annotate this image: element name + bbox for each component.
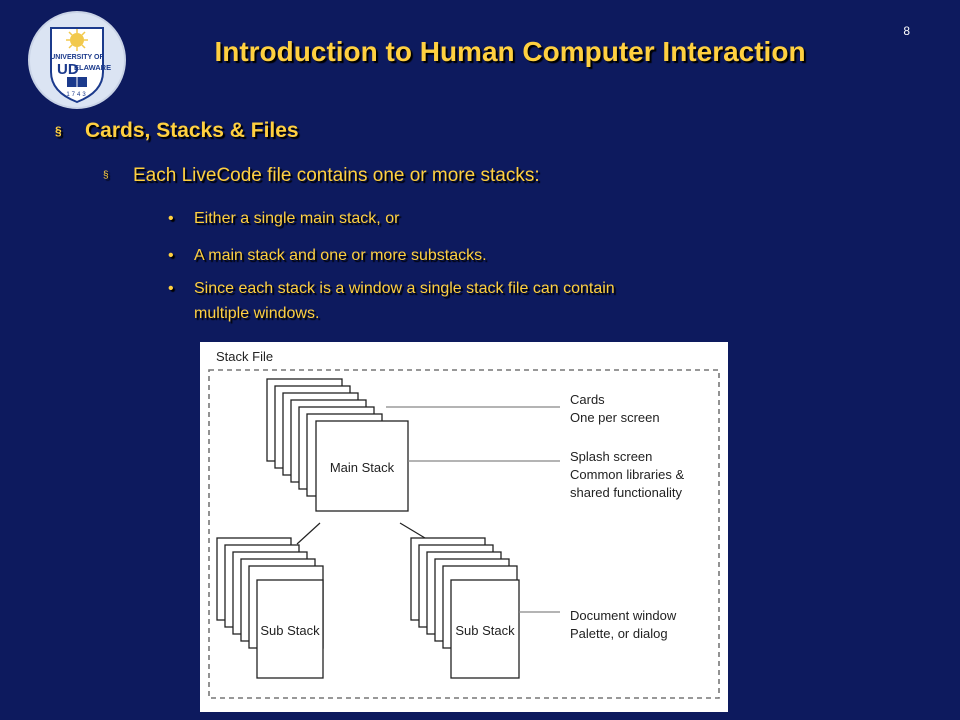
sub-stack-left-cards: [216, 537, 324, 679]
dot-bullet-icon: •: [168, 210, 174, 227]
bullet-level2-text: Each LiveCode file contains one or more …: [133, 165, 540, 186]
sub-stack-right-label: Sub Stack: [455, 623, 515, 638]
sub-stack-left-label: Sub Stack: [260, 623, 320, 638]
dot-bullet-icon: •: [168, 280, 174, 297]
bullet-level3: • Since each stack is a window a single s…: [168, 276, 615, 326]
main-stack-cards: [266, 378, 409, 512]
annotation-cards-line2: One per screen: [570, 410, 660, 425]
annotation-main-line3: shared functionality: [570, 485, 683, 500]
slide-title: Introduction to Human Computer Interacti…: [214, 36, 806, 67]
annotation-sub-line2: Palette, or dialog: [570, 626, 668, 641]
bullet-level3-text: A main stack and one or more substacks.: [194, 247, 487, 264]
square-bullet-icon: §: [103, 170, 109, 182]
bullet-level3: • A main stack and one or more substacks.: [168, 243, 487, 268]
university-logo: UNIVERSITY OF UD ELAWARE 1743: [27, 10, 127, 110]
svg-text:UNIVERSITY OF: UNIVERSITY OF: [50, 54, 104, 61]
annotation-leaders: [386, 406, 560, 613]
bullet-level3-text-continued: multiple windows.: [194, 305, 320, 322]
svg-text:UD: UD: [57, 61, 79, 78]
bullet-level1-text: Cards, Stacks & Files: [85, 119, 299, 142]
bullet-level3-text: Either a single main stack, or: [194, 210, 400, 227]
dot-bullet-icon: •: [168, 247, 174, 264]
bullet-level3-text: Since each stack is a window a single st…: [194, 280, 615, 297]
bullet-level2: § Each LiveCode file contains one or more…: [103, 165, 540, 187]
main-stack-label: Main Stack: [330, 460, 395, 475]
annotation-cards-line1: Cards: [570, 392, 605, 407]
stack-file-boundary: [208, 369, 720, 699]
svg-text:1743: 1743: [66, 92, 87, 98]
annotation-sub-line1: Document window: [570, 608, 677, 623]
sub-stack-right-cards: [410, 537, 520, 679]
bullet-level1: § Cards, Stacks & Files: [55, 119, 299, 143]
diagram-title: Stack File: [216, 349, 273, 364]
stack-file-diagram: Stack File Main Stack: [200, 342, 728, 712]
square-bullet-icon: §: [55, 124, 62, 139]
slide-number: 8: [903, 24, 910, 38]
svg-text:ELAWARE: ELAWARE: [74, 63, 111, 72]
annotation-main-line2: Common libraries &: [570, 467, 684, 482]
annotation-main-line1: Splash screen: [570, 449, 652, 464]
bullet-level3: • Either a single main stack, or: [168, 206, 399, 231]
